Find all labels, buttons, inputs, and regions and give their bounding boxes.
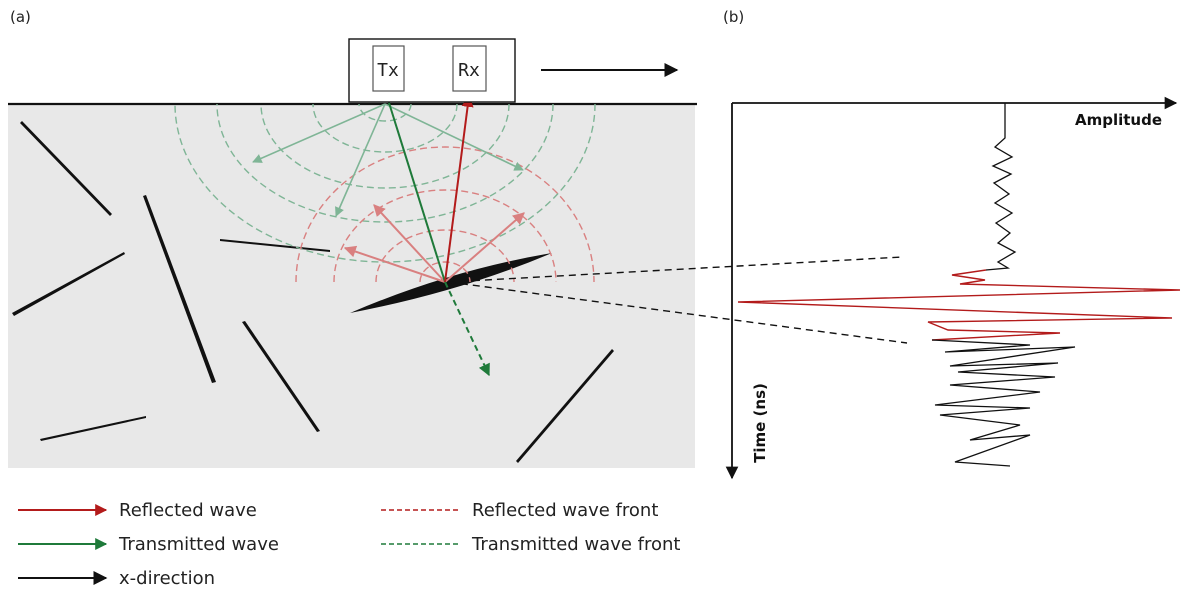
legend-x-direction: x-direction: [119, 568, 215, 589]
waveform-upper: [985, 103, 1017, 271]
transmitted-ray-light: [252, 103, 386, 163]
fracture: [143, 195, 216, 383]
panel-b-label: (b): [723, 8, 744, 26]
time-axis-label: Time (ns): [751, 383, 769, 463]
ray-paths: [252, 89, 525, 377]
waveform-reflection: [737, 269, 1181, 341]
reflected-ray-light: [373, 204, 446, 283]
fracture: [40, 416, 146, 441]
rx-label: Rx: [458, 60, 480, 81]
legend-transmitted-wave-front: Transmitted wave front: [471, 534, 680, 555]
ground-region: [8, 104, 695, 468]
fracture: [20, 121, 112, 216]
reflected-ray-light: [343, 245, 446, 283]
waveform-lower: [931, 339, 1076, 467]
transmitted-ray-below: [444, 281, 490, 377]
transmitted-ray: [384, 89, 446, 283]
amplitude-axis-label: Amplitude: [1075, 111, 1162, 129]
connector-line-bottom: [448, 281, 908, 344]
legend-transmitted-wave: Transmitted wave: [118, 534, 279, 555]
tx-box: [372, 45, 405, 92]
legend-reflected-wave-front: Reflected wave front: [472, 500, 658, 521]
fractures: [12, 121, 614, 463]
legend-reflected-wave: Reflected wave: [119, 500, 257, 521]
fracture: [242, 321, 320, 432]
fracture: [12, 252, 125, 316]
tx-label: Tx: [377, 60, 399, 81]
legend: Reflected wave Transmitted wave x-direct…: [18, 500, 680, 589]
reflected-ray: [444, 94, 474, 283]
fracture: [516, 349, 614, 463]
reflected-ray-light: [444, 212, 525, 283]
trace-plot: Amplitude Time (ns): [725, 96, 1181, 480]
connector-line-top: [448, 256, 903, 283]
transmitted-ray-light: [384, 103, 524, 171]
rx-box: [452, 45, 487, 92]
transmitted-ray-light: [335, 103, 386, 217]
target-fracture: [350, 253, 552, 313]
reflected-wave-fronts: [295, 146, 595, 283]
panel-a-label: (a): [10, 8, 31, 26]
